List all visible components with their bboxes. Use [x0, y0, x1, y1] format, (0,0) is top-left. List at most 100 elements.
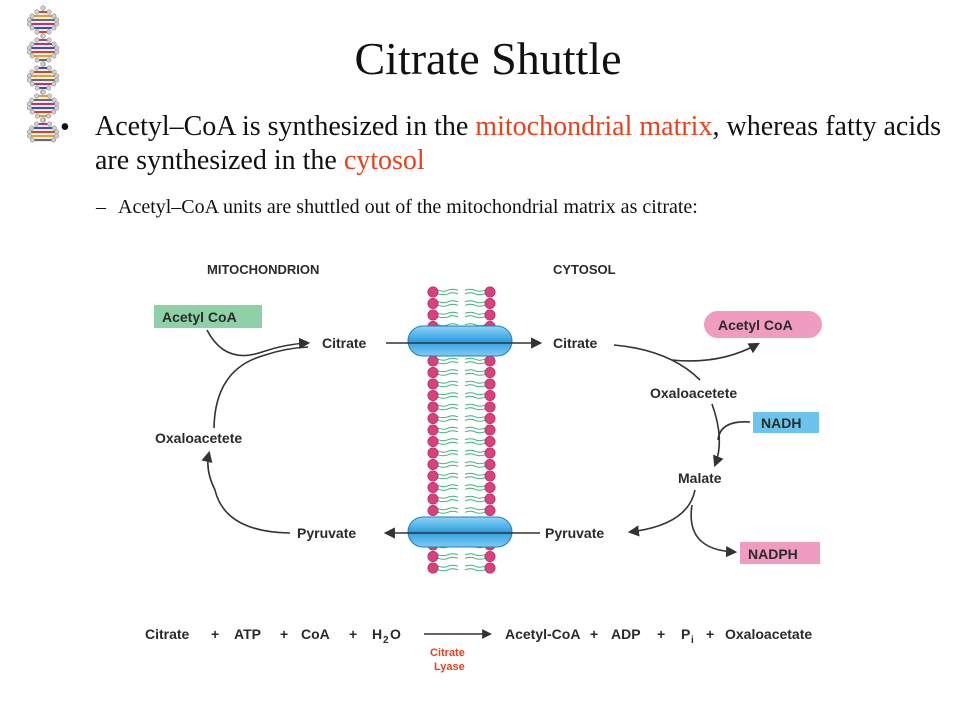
- lipid-tail: [437, 472, 459, 476]
- dna-backbone-atom: [40, 89, 46, 95]
- dna-backbone-atom: [46, 113, 52, 119]
- lipid-tail: [437, 407, 459, 411]
- lipid-tail: [437, 464, 459, 468]
- lipid-tail: [464, 292, 486, 296]
- dna-backbone-atom: [29, 13, 35, 19]
- lipid-tail: [437, 372, 459, 376]
- lipid-tail: [437, 403, 459, 407]
- lipid-tail: [437, 311, 459, 315]
- dna-backbone-atom: [46, 9, 52, 15]
- highlight-cytosol: cytosol: [343, 145, 425, 176]
- lipid-tail: [464, 507, 486, 511]
- dna-backbone-atom: [40, 5, 46, 11]
- nadh-box: [753, 412, 819, 433]
- lipid-head: [484, 424, 496, 436]
- lipid-tail: [464, 449, 486, 453]
- lipid-tail: [464, 553, 486, 557]
- dna-backbone-atom: [26, 77, 32, 83]
- lipid-tail: [464, 311, 486, 315]
- lipid-head: [484, 458, 496, 470]
- lipid-tail: [437, 395, 459, 399]
- lipid-tail: [437, 300, 459, 304]
- lipid-tail: [437, 476, 459, 480]
- lipid-tail: [464, 372, 486, 376]
- dna-backbone-atom: [51, 41, 57, 47]
- lipid-head: [484, 389, 496, 401]
- lipid-head: [484, 366, 496, 378]
- lipid-tail: [464, 484, 486, 488]
- dna-backbone-atom: [51, 97, 57, 103]
- eq-plus-6: +: [706, 626, 714, 642]
- bullet-text-part1: Acetyl–CoA is synthesized in the: [95, 111, 476, 142]
- lipid-tail: [464, 361, 486, 365]
- acetyl-coa-right-label: Acetyl CoA: [718, 317, 793, 333]
- lipid-tail: [437, 499, 459, 503]
- acetyl-coa-left-box: [154, 305, 262, 328]
- dna-backbone-atom: [46, 37, 52, 43]
- lipid-head: [427, 389, 439, 401]
- lipid-tail: [464, 403, 486, 407]
- dna-backbone-atom: [46, 65, 52, 71]
- lipid-tail: [464, 300, 486, 304]
- dna-backbone-atom: [34, 9, 40, 15]
- dna-backbone-atom: [29, 25, 35, 31]
- lipid-tail: [464, 438, 486, 442]
- dna-backbone-atom: [54, 105, 59, 111]
- lipid-head: [427, 366, 439, 378]
- mitochondrion-label: MITOCHONDRION: [207, 262, 319, 277]
- lipid-tail: [437, 564, 459, 568]
- sub-bullet: –Acetyl–CoA units are shuttled out of th…: [96, 196, 950, 219]
- eq-pi-sub: i: [691, 635, 694, 646]
- pyruvate-transporter: [407, 516, 513, 548]
- lipid-tail: [464, 384, 486, 388]
- lipid-head: [484, 435, 496, 447]
- eq-plus-3: +: [349, 626, 357, 642]
- dna-backbone-atom: [29, 109, 35, 115]
- dna-backbone-atom: [29, 41, 35, 47]
- lipid-tail: [437, 292, 459, 296]
- lipid-tail: [437, 553, 459, 557]
- lipid-head: [427, 493, 439, 505]
- lipid-tail: [437, 357, 459, 361]
- eq-plus-2: +: [280, 626, 288, 642]
- lipid-tail: [437, 418, 459, 422]
- eq-coa: CoA: [301, 626, 330, 642]
- oxaloacetete-to-citrate-arrow: [213, 346, 309, 429]
- lipid-tail: [464, 564, 486, 568]
- lipid-tail: [437, 361, 459, 365]
- lipid-tail: [437, 453, 459, 457]
- nadph-out-arrow: [690, 504, 738, 558]
- lipid-tail: [464, 472, 486, 476]
- lipid-head: [484, 562, 496, 574]
- eq-plus-4: +: [590, 626, 598, 642]
- lipid-tail: [464, 418, 486, 422]
- dna-backbone-atom: [51, 25, 57, 31]
- dna-backbone-atom: [47, 121, 52, 127]
- nadh-in-arrow: [717, 421, 751, 441]
- eq-oxaloacetate: Oxaloacetate: [725, 626, 812, 642]
- citrate-right-label: Citrate: [553, 335, 598, 351]
- nadph-label: NADPH: [748, 546, 798, 562]
- dna-backbone-atom: [34, 113, 40, 119]
- lipid-head: [484, 401, 496, 413]
- lipid-head: [427, 550, 439, 562]
- lipid-tail: [464, 499, 486, 503]
- lipid-tail: [437, 568, 459, 572]
- dna-backbone-atom: [54, 21, 60, 27]
- dna-backbone-atom: [51, 13, 57, 19]
- highlight-mitochondrial-matrix: mitochondrial matrix: [475, 111, 713, 142]
- lipid-tail: [437, 369, 459, 373]
- citrate-lyase-to-acetyl-coa-arrow: [671, 342, 760, 362]
- lipid-head: [427, 435, 439, 447]
- nadh-label: NADH: [761, 415, 801, 431]
- lipid-tail: [437, 415, 459, 419]
- lipid-tail: [464, 415, 486, 419]
- dna-backbone-atom: [34, 93, 40, 99]
- lipid-head: [484, 504, 496, 516]
- malate-to-pyruvate-arrow: [627, 489, 696, 537]
- lipid-tail: [464, 453, 486, 457]
- dna-backbone-atom: [26, 49, 32, 55]
- bullet-text-part2: , whereas fatty acids are synthesized in…: [95, 111, 942, 176]
- pyruvate-right-label: Pyruvate: [545, 525, 604, 541]
- sub-bullet-text: Acetyl–CoA units are shuttled out of the…: [118, 196, 698, 218]
